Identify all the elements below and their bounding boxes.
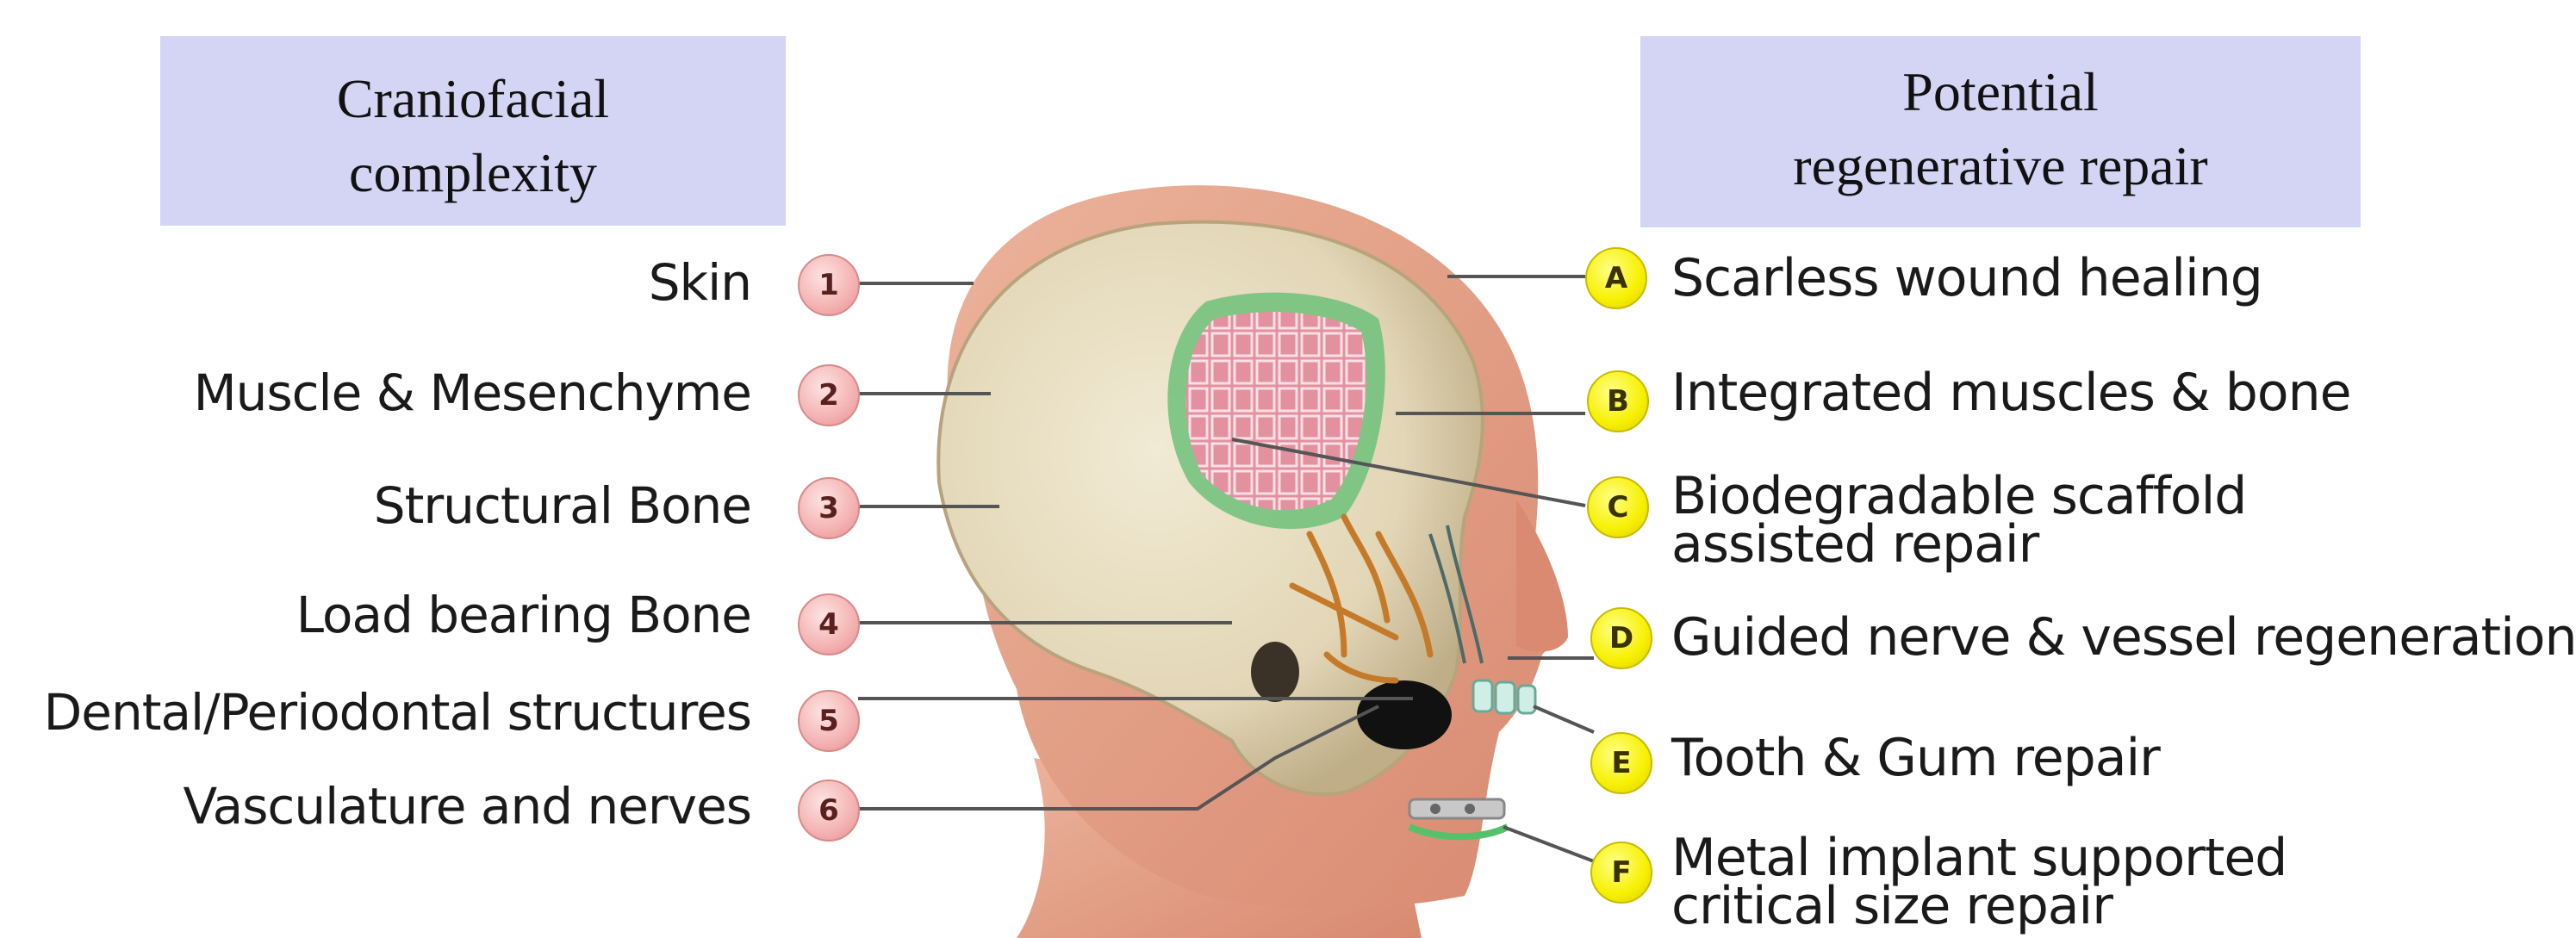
letter-badge-c: C	[1587, 476, 1649, 538]
nose	[1516, 500, 1568, 652]
right-label-b-line-1: Integrated muscles & bone	[1671, 369, 2351, 417]
letter-badge-a: A	[1585, 247, 1647, 309]
left-label-muscle-mesenchyme: Muscle & Mesenchyme	[194, 363, 751, 422]
left-label-skin: Skin	[649, 253, 751, 312]
number-badge-2: 2	[798, 364, 860, 426]
right-label-d-line-1: Guided nerve & vessel regeneration	[1671, 613, 2576, 662]
jaw-opening	[1357, 680, 1452, 749]
left-label-structural-bone: Structural Bone	[374, 476, 751, 535]
letter-badge-d: D	[1590, 607, 1652, 669]
teeth	[1473, 680, 1535, 713]
left-label-dental-periodontal: Dental/Periodontal structures	[44, 683, 751, 742]
letter-badge-e: E	[1590, 732, 1652, 794]
number-badge-5: 5	[798, 690, 860, 752]
right-label-guided-nerve-vessel: Guided nerve & vessel regeneration	[1671, 613, 2576, 662]
right-label-c-line-2: assisted repair	[1671, 520, 2246, 568]
ear-region	[1251, 642, 1299, 702]
right-label-a-line-1: Scarless wound healing	[1671, 254, 2262, 302]
right-label-e-line-1: Tooth & Gum repair	[1671, 734, 2160, 782]
number-badge-4: 4	[798, 593, 860, 655]
left-label-load-bearing-bone: Load bearing Bone	[296, 586, 751, 644]
right-label-f-line-1: Metal implant supported	[1671, 834, 2287, 882]
right-label-metal-implant: Metal implant supported critical size re…	[1671, 834, 2287, 930]
right-label-f-line-2: critical size repair	[1671, 882, 2287, 930]
letter-badge-b: B	[1587, 370, 1649, 432]
left-label-vasculature-nerves: Vasculature and nerves	[184, 777, 752, 836]
right-label-integrated-muscles-bone: Integrated muscles & bone	[1671, 369, 2351, 417]
right-label-scarless-wound-healing: Scarless wound healing	[1671, 254, 2262, 302]
number-badge-3: 3	[798, 477, 860, 539]
number-badge-6: 6	[798, 780, 860, 842]
letter-badge-f: F	[1590, 842, 1652, 904]
right-label-tooth-gum-repair: Tooth & Gum repair	[1671, 734, 2160, 782]
right-label-biodegradable-scaffold: Biodegradable scaffold assisted repair	[1671, 472, 2246, 568]
right-label-c-line-1: Biodegradable scaffold	[1671, 472, 2246, 520]
number-badge-1: 1	[798, 254, 860, 316]
